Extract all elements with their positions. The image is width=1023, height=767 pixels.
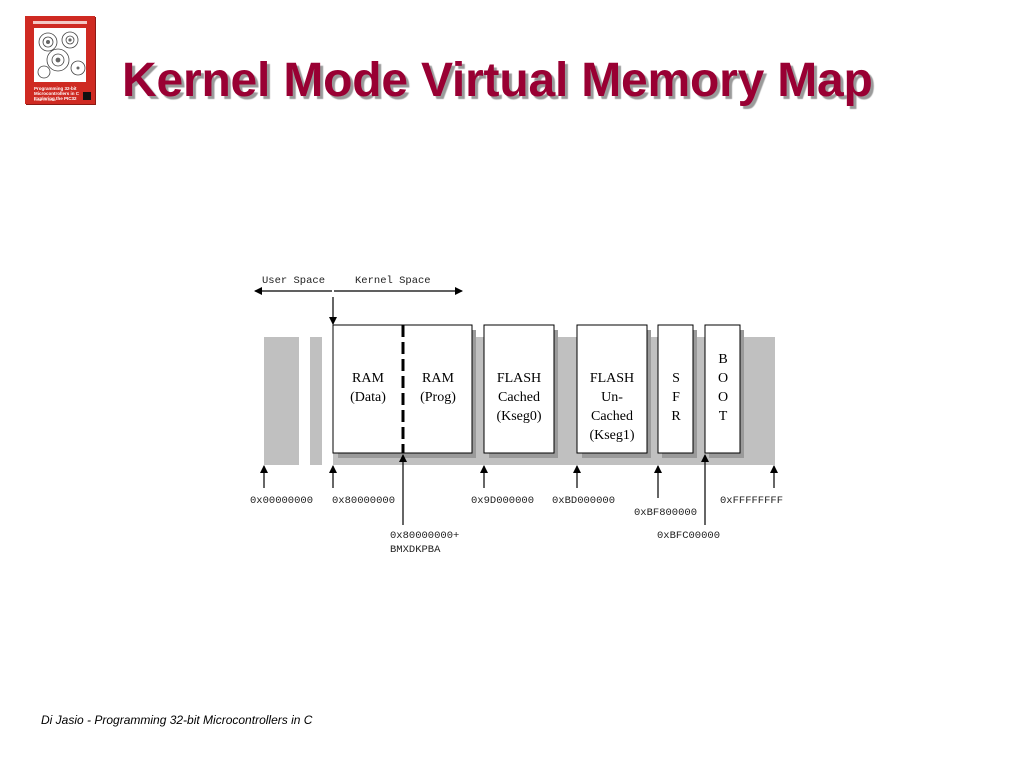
- flash-uncached-block: [576, 324, 648, 454]
- sfr-label: S F R: [671, 371, 681, 424]
- kernel-space-label: Kernel Space: [355, 275, 431, 287]
- upper-space-region: [763, 337, 775, 465]
- address-0xbfc00000: 0xBFC00000: [657, 530, 720, 542]
- flash-cached-label: FLASH Cached (Kseg0): [496, 371, 541, 424]
- user-space-label: User Space: [262, 275, 325, 287]
- svg-text:B: B: [718, 352, 727, 367]
- ram-data-label: RAM (Data): [350, 371, 386, 405]
- svg-text:(Data): (Data): [350, 390, 386, 405]
- svg-text:(Kseg1): (Kseg1): [589, 428, 634, 443]
- svg-text:(Prog): (Prog): [420, 390, 456, 405]
- boot-block: [704, 324, 741, 454]
- svg-text:S: S: [672, 371, 680, 386]
- svg-text:T: T: [719, 409, 728, 424]
- address-arrows: [260, 454, 778, 525]
- svg-text:O: O: [718, 371, 728, 386]
- flash-uncached-label: FLASH Un- Cached (Kseg1): [589, 371, 634, 443]
- svg-text:FLASH: FLASH: [590, 371, 634, 386]
- svg-text:(Kseg0): (Kseg0): [496, 409, 541, 424]
- boot-label: B O O T: [718, 352, 728, 424]
- cover-series-band: [33, 21, 87, 24]
- svg-text:R: R: [671, 409, 681, 424]
- book-cover-image: Programming 32-bit Microcontrollers in C…: [25, 16, 95, 104]
- address-0x00000000: 0x00000000: [250, 495, 313, 507]
- address-bmxdkpba-line1: 0x80000000+: [390, 530, 459, 542]
- address-0x80000000: 0x80000000: [332, 495, 395, 507]
- address-0xffffffff: 0xFFFFFFFF: [720, 495, 783, 507]
- address-0x9d000000: 0x9D000000: [471, 495, 534, 507]
- address-0xbf800000: 0xBF800000: [634, 507, 697, 519]
- svg-text:RAM: RAM: [422, 371, 454, 386]
- user-space-region-edge: [310, 337, 322, 465]
- svg-text:RAM: RAM: [352, 371, 384, 386]
- svg-text:Cached: Cached: [498, 390, 540, 405]
- ram-prog-label: RAM (Prog): [420, 371, 456, 405]
- svg-text:O: O: [718, 390, 728, 405]
- svg-text:FLASH: FLASH: [497, 371, 541, 386]
- cover-artwork: [34, 28, 86, 82]
- sfr-block: [657, 324, 694, 454]
- user-space-region: [264, 337, 299, 465]
- cover-author: Lucio Di Jasio: [34, 98, 56, 102]
- svg-text:Cached: Cached: [591, 409, 633, 424]
- flash-cached-block: [483, 324, 555, 454]
- publisher-logo: [83, 92, 91, 100]
- slide-footer: Di Jasio - Programming 32-bit Microcontr…: [41, 713, 313, 727]
- address-bmxdkpba-line2: BMXDKPBA: [390, 544, 441, 556]
- svg-text:F: F: [672, 390, 680, 405]
- svg-text:Un-: Un-: [601, 390, 623, 405]
- cover-title: Programming 32-bit Microcontrollers in C…: [34, 86, 80, 101]
- address-0xbd000000: 0xBD000000: [552, 495, 615, 507]
- slide-title: Kernel Mode Virtual Memory Map: [122, 54, 873, 107]
